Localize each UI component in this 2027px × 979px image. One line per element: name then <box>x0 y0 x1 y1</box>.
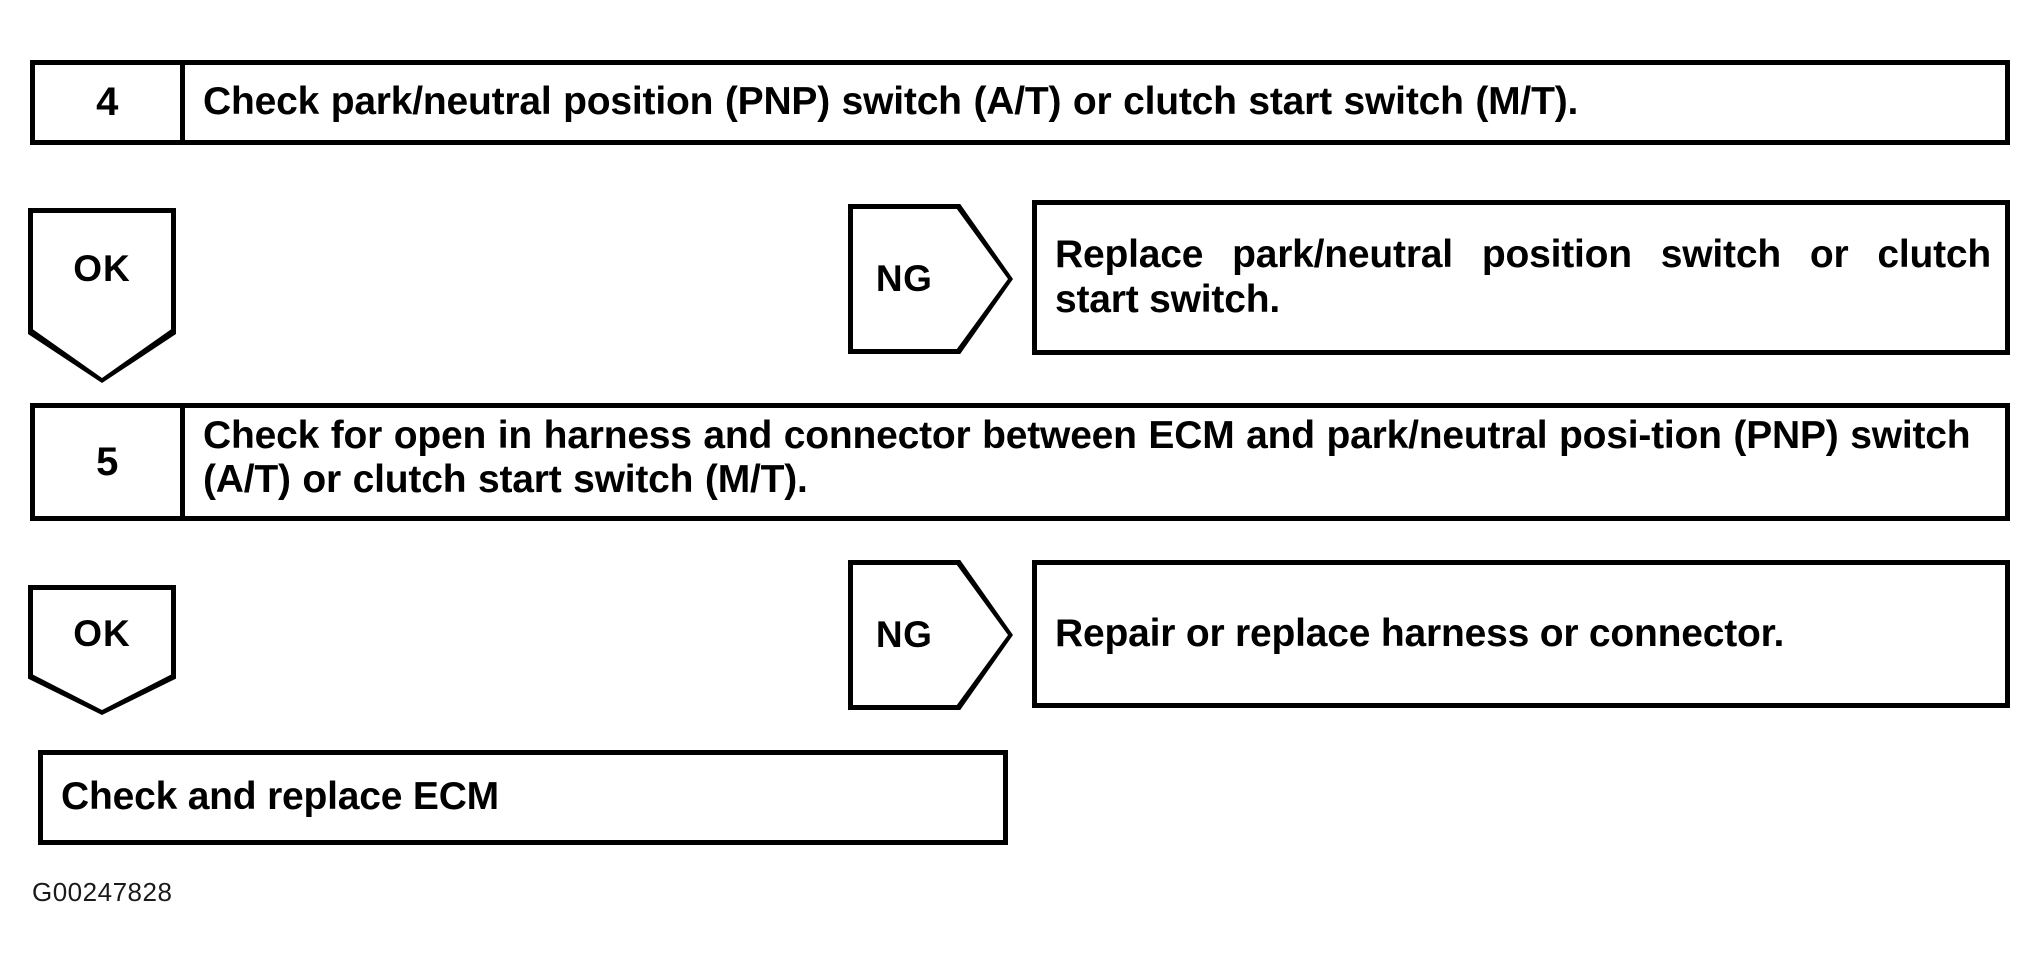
ng-arrow-label-4: NG <box>875 258 933 299</box>
ng-arrow-step-5: NG <box>848 560 1013 710</box>
ok-arrow-fill <box>33 213 171 378</box>
ok-arrow-step-5: OK <box>28 585 176 715</box>
ng-result-box-step-4: Replace park/neutral position switch or … <box>1032 200 2010 355</box>
ng-result-text-4: Replace park/neutral position switch or … <box>1055 233 1991 321</box>
step-row-4: 4 Check park/neutral position (PNP) swit… <box>30 60 2010 145</box>
step-instruction-5: Check for open in harness and connector … <box>203 414 1971 502</box>
final-action-box: Check and replace ECM <box>38 750 1008 845</box>
ng-arrow-step-4: NG <box>848 204 1013 354</box>
ok-arrow-label-5: OK <box>73 613 131 654</box>
ng-result-box-step-5: Repair or replace harness or connector. <box>1032 560 2010 708</box>
ok-arrow-label-4: OK <box>73 248 131 289</box>
ng-arrow-label-5: NG <box>875 614 933 655</box>
final-action-text: Check and replace ECM <box>61 775 499 819</box>
figure-id-caption: G00247828 <box>32 877 173 907</box>
step-number-5: 5 <box>35 408 185 516</box>
step-number-4: 4 <box>35 65 185 140</box>
ng-result-text-5: Repair or replace harness or connector. <box>1055 611 1785 655</box>
ok-arrow-step-4: OK <box>28 208 176 383</box>
step-row-5: 5 Check for open in harness and connecto… <box>30 403 2010 521</box>
step-instruction-4: Check park/neutral position (PNP) switch… <box>203 80 1579 124</box>
